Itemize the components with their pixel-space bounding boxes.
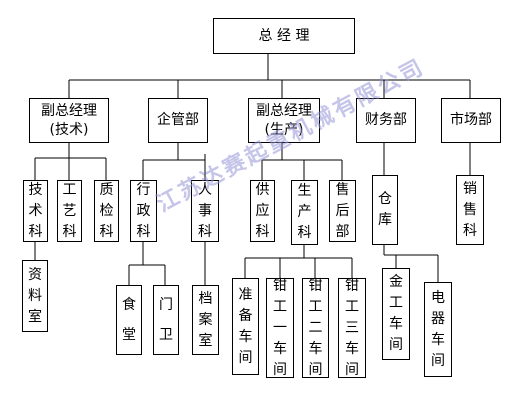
marketing-box: 市场部 — [441, 98, 501, 143]
canteen-box: 食堂 — [116, 285, 142, 355]
after-sales-dept-box: 售后部 — [329, 180, 356, 242]
hr-dept-label: 人事科 — [198, 181, 212, 240]
production-dept-label: 生产科 — [297, 183, 312, 241]
supply-dept-label: 供应科 — [255, 181, 270, 240]
process-dept-box: 工艺科 — [57, 180, 82, 242]
archive-room-label: 资料室 — [28, 266, 42, 325]
vp-production-box: 副总经理 (生产) — [248, 98, 320, 143]
warehouse-box: 仓库 — [372, 175, 398, 245]
finance-label: 财务部 — [365, 112, 407, 128]
metalwork-workshop-box: 金工车间 — [382, 268, 410, 360]
tech-dept-box: 技术科 — [23, 180, 48, 242]
hr-dept-box: 人事科 — [191, 180, 219, 242]
ceo-label: 总 经 理 — [258, 27, 310, 44]
marketing-label: 市场部 — [450, 112, 492, 128]
guard-label: 门卫 — [159, 297, 173, 343]
canteen-label: 食堂 — [122, 297, 136, 343]
vp-tech-label: 副总经理 (技术) — [41, 102, 97, 138]
tech-dept-label: 技术科 — [28, 181, 43, 240]
sales-dept-label: 销售科 — [463, 180, 477, 239]
after-sales-dept-label: 售后部 — [335, 181, 350, 240]
finance-box: 财务部 — [356, 98, 416, 143]
enterprise-mgmt-label: 企管部 — [157, 112, 199, 128]
supply-dept-box: 供应科 — [250, 180, 275, 242]
vp-production-label: 副总经理 (生产) — [256, 102, 312, 138]
electric-workshop-box: 电器车间 — [424, 282, 452, 377]
prep-workshop-label: 准备车间 — [238, 286, 253, 366]
enterprise-mgmt-box: 企管部 — [148, 98, 208, 143]
fitter-workshop-3-box: 钳工三车间 — [338, 278, 366, 378]
quality-dept-label: 质检科 — [99, 181, 114, 240]
quality-dept-box: 质检科 — [94, 180, 119, 242]
fitter-workshop-3-label: 钳工三车间 — [345, 277, 359, 378]
metalwork-workshop-label: 金工车间 — [389, 274, 403, 353]
sales-dept-box: 销售科 — [456, 175, 484, 245]
admin-dept-label: 行政科 — [136, 181, 151, 240]
ceo-box: 总 经 理 — [213, 18, 355, 54]
vp-tech-box: 副总经理 (技术) — [29, 98, 109, 143]
fitter-workshop-2-box: 钳工二车间 — [302, 278, 329, 378]
fitter-workshop-2-label: 钳工二车间 — [308, 277, 323, 378]
fitter-workshop-1-box: 钳工一车间 — [266, 278, 294, 378]
electric-workshop-label: 电器车间 — [431, 289, 445, 369]
warehouse-label: 仓库 — [378, 191, 392, 228]
process-dept-label: 工艺科 — [62, 181, 77, 240]
records-room-box: 档案室 — [192, 285, 219, 355]
admin-dept-box: 行政科 — [130, 180, 157, 242]
production-dept-box: 生产科 — [291, 180, 318, 245]
guard-box: 门卫 — [153, 285, 179, 355]
fitter-workshop-1-label: 钳工一车间 — [273, 277, 287, 378]
records-room-label: 档案室 — [198, 290, 213, 349]
prep-workshop-box: 准备车间 — [232, 278, 259, 375]
archive-room-box: 资料室 — [22, 260, 48, 332]
